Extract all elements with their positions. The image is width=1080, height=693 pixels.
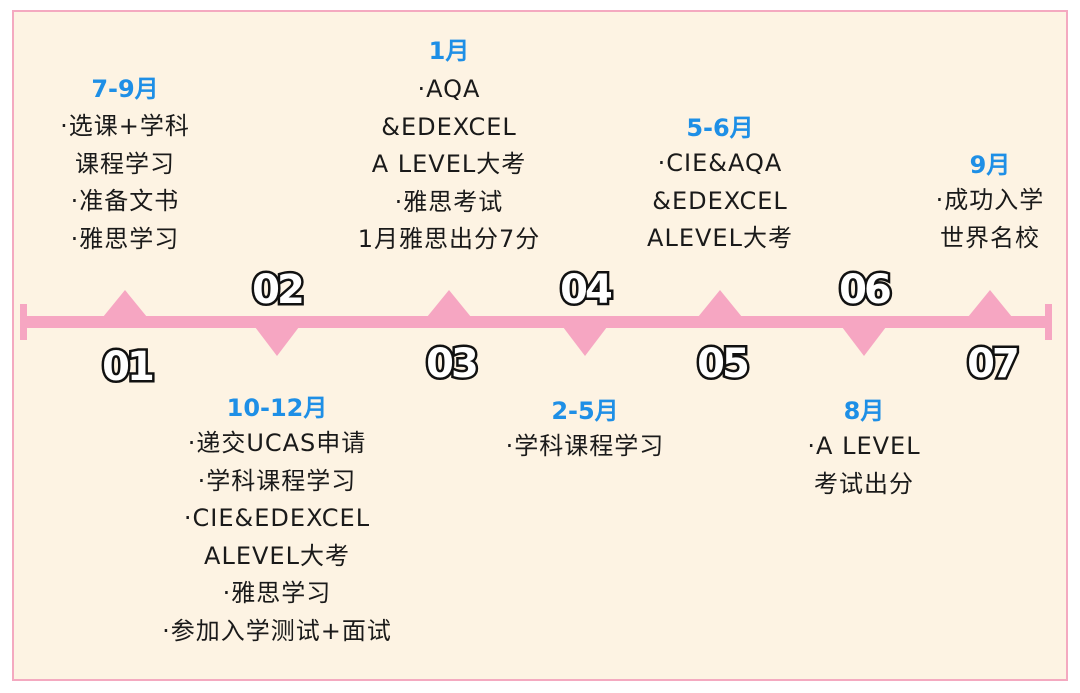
stage-07-period: 9月 [969, 151, 1011, 179]
stage-02-marker [255, 327, 299, 356]
list-item: &EDEXCEL [381, 112, 517, 141]
stage-01-marker [103, 290, 147, 317]
list-item: ·准备文书 [70, 187, 180, 215]
stage-02-period: 10-12月 [226, 394, 328, 422]
timeline-right-cap [1045, 304, 1052, 340]
stage-04-marker [563, 327, 607, 356]
stage-03-items: ·AQA &EDEXCEL A LEVEL大考 ·雅思考试 1月雅思出分7分 [358, 71, 541, 259]
stage-06-marker [842, 327, 886, 356]
stage-06-items: ·A LEVEL 考试出分 [807, 428, 920, 503]
stage-07-number: 07 [965, 340, 1023, 389]
list-item: ·选课+学科 [60, 112, 190, 140]
list-item: ALEVEL大考 [204, 541, 350, 570]
stage-05-items: ·CIE&AQA &EDEXCEL ALEVEL大考 [647, 145, 793, 258]
stage-05-marker [698, 290, 742, 317]
list-item: 考试出分 [813, 469, 914, 498]
stage-02-items: ·递交UCAS申请 ·学科课程学习 ·CIE&EDEXCEL ALEVEL大考 … [162, 425, 392, 650]
stage-03-period: 1月 [428, 37, 470, 65]
list-item: 课程学习 [75, 149, 175, 178]
list-item: ·递交UCAS申请 [187, 429, 367, 457]
list-item: ·CIE&AQA [657, 149, 783, 177]
stage-04-period: 2-5月 [551, 397, 619, 425]
timeline-line [22, 316, 1050, 328]
stage-01-items: ·选课+学科 课程学习 ·准备文书 ·雅思学习 [60, 108, 190, 258]
list-item: 世界名校 [939, 223, 1040, 252]
stage-04-number: 04 [558, 266, 616, 315]
stage-05-number: 05 [695, 340, 753, 389]
stage-03-marker [427, 290, 471, 317]
list-item: ·学科课程学习 [505, 432, 665, 460]
list-item: ·雅思考试 [394, 187, 504, 216]
timeline-card [12, 10, 1068, 681]
list-item: ·参加入学测试+面试 [162, 616, 392, 645]
list-item: 1月雅思出分7分 [357, 225, 541, 253]
list-item: ·雅思学习 [70, 224, 180, 253]
list-item: ·雅思学习 [222, 579, 332, 607]
timeline-left-cap [20, 304, 27, 340]
stage-04-items: ·学科课程学习 [506, 428, 665, 466]
list-item: ·AQA [417, 75, 481, 103]
stage-06-period: 8月 [843, 397, 885, 425]
list-item: ·成功入学 [935, 186, 1045, 214]
stage-03-number: 03 [424, 340, 482, 389]
list-item: ALEVEL大考 [647, 224, 793, 252]
list-item: A LEVEL大考 [371, 150, 527, 178]
stage-07-items: ·成功入学 世界名校 [936, 182, 1045, 257]
stage-05-period: 5-6月 [686, 114, 754, 142]
list-item: ·CIE&EDEXCEL [183, 504, 371, 532]
stage-07-marker [968, 290, 1012, 317]
list-item: &EDEXCEL [652, 186, 788, 215]
list-item: ·学科课程学习 [197, 466, 357, 495]
stage-01-number: 01 [100, 343, 158, 392]
stage-06-number: 06 [837, 266, 895, 315]
stage-02-number: 02 [250, 266, 308, 315]
stage-01-period: 7-9月 [91, 75, 159, 103]
list-item: ·A LEVEL [807, 432, 921, 460]
